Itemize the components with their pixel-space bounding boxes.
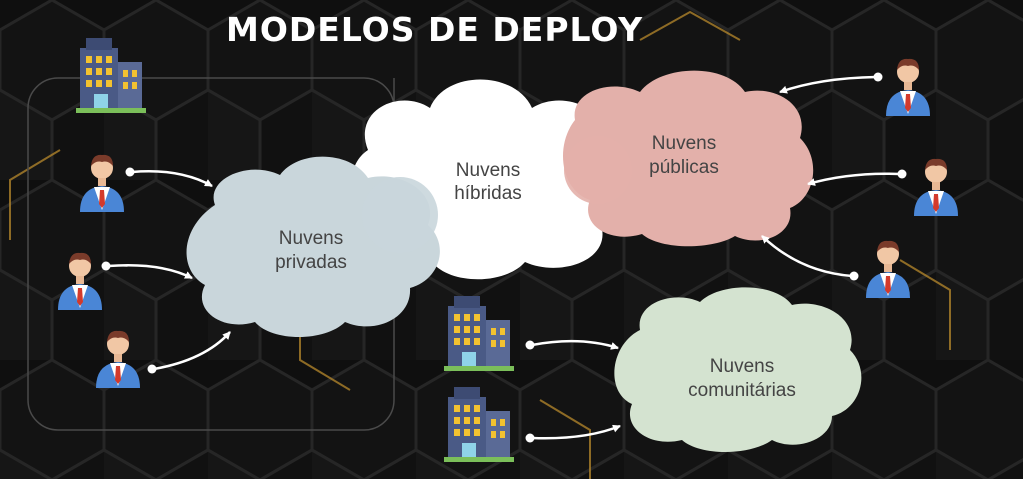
public-cloud: Nuvens públicas [563,70,814,247]
private-cloud-label-2: privadas [275,252,347,273]
private-cloud: Nuvens privadas [186,156,440,337]
public-cloud-label-1: Nuvens [652,133,716,154]
public-cloud-label-2: públicas [649,157,719,178]
hybrid-cloud-label-1: Nuvens [456,160,520,181]
curved-arrow-icon [761,235,853,278]
curved-arrow-icon [131,170,213,188]
curved-arrow-icon [153,331,231,371]
curved-arrow-icon [779,75,877,94]
curved-arrow-icon [531,339,619,350]
arrows [101,72,907,443]
community-cloud-label-2: comunitárias [688,380,796,401]
hybrid-cloud-label-2: híbridas [454,183,522,204]
community-cloud: Nuvens comunitárias [614,287,862,452]
curved-arrow-icon [531,424,621,440]
curved-arrow-icon [807,172,901,186]
page-title: MODELOS DE DEPLOY [226,10,644,49]
curved-arrow-icon [107,263,193,280]
private-cloud-label-1: Nuvens [279,228,343,249]
community-cloud-label-1: Nuvens [710,356,774,377]
